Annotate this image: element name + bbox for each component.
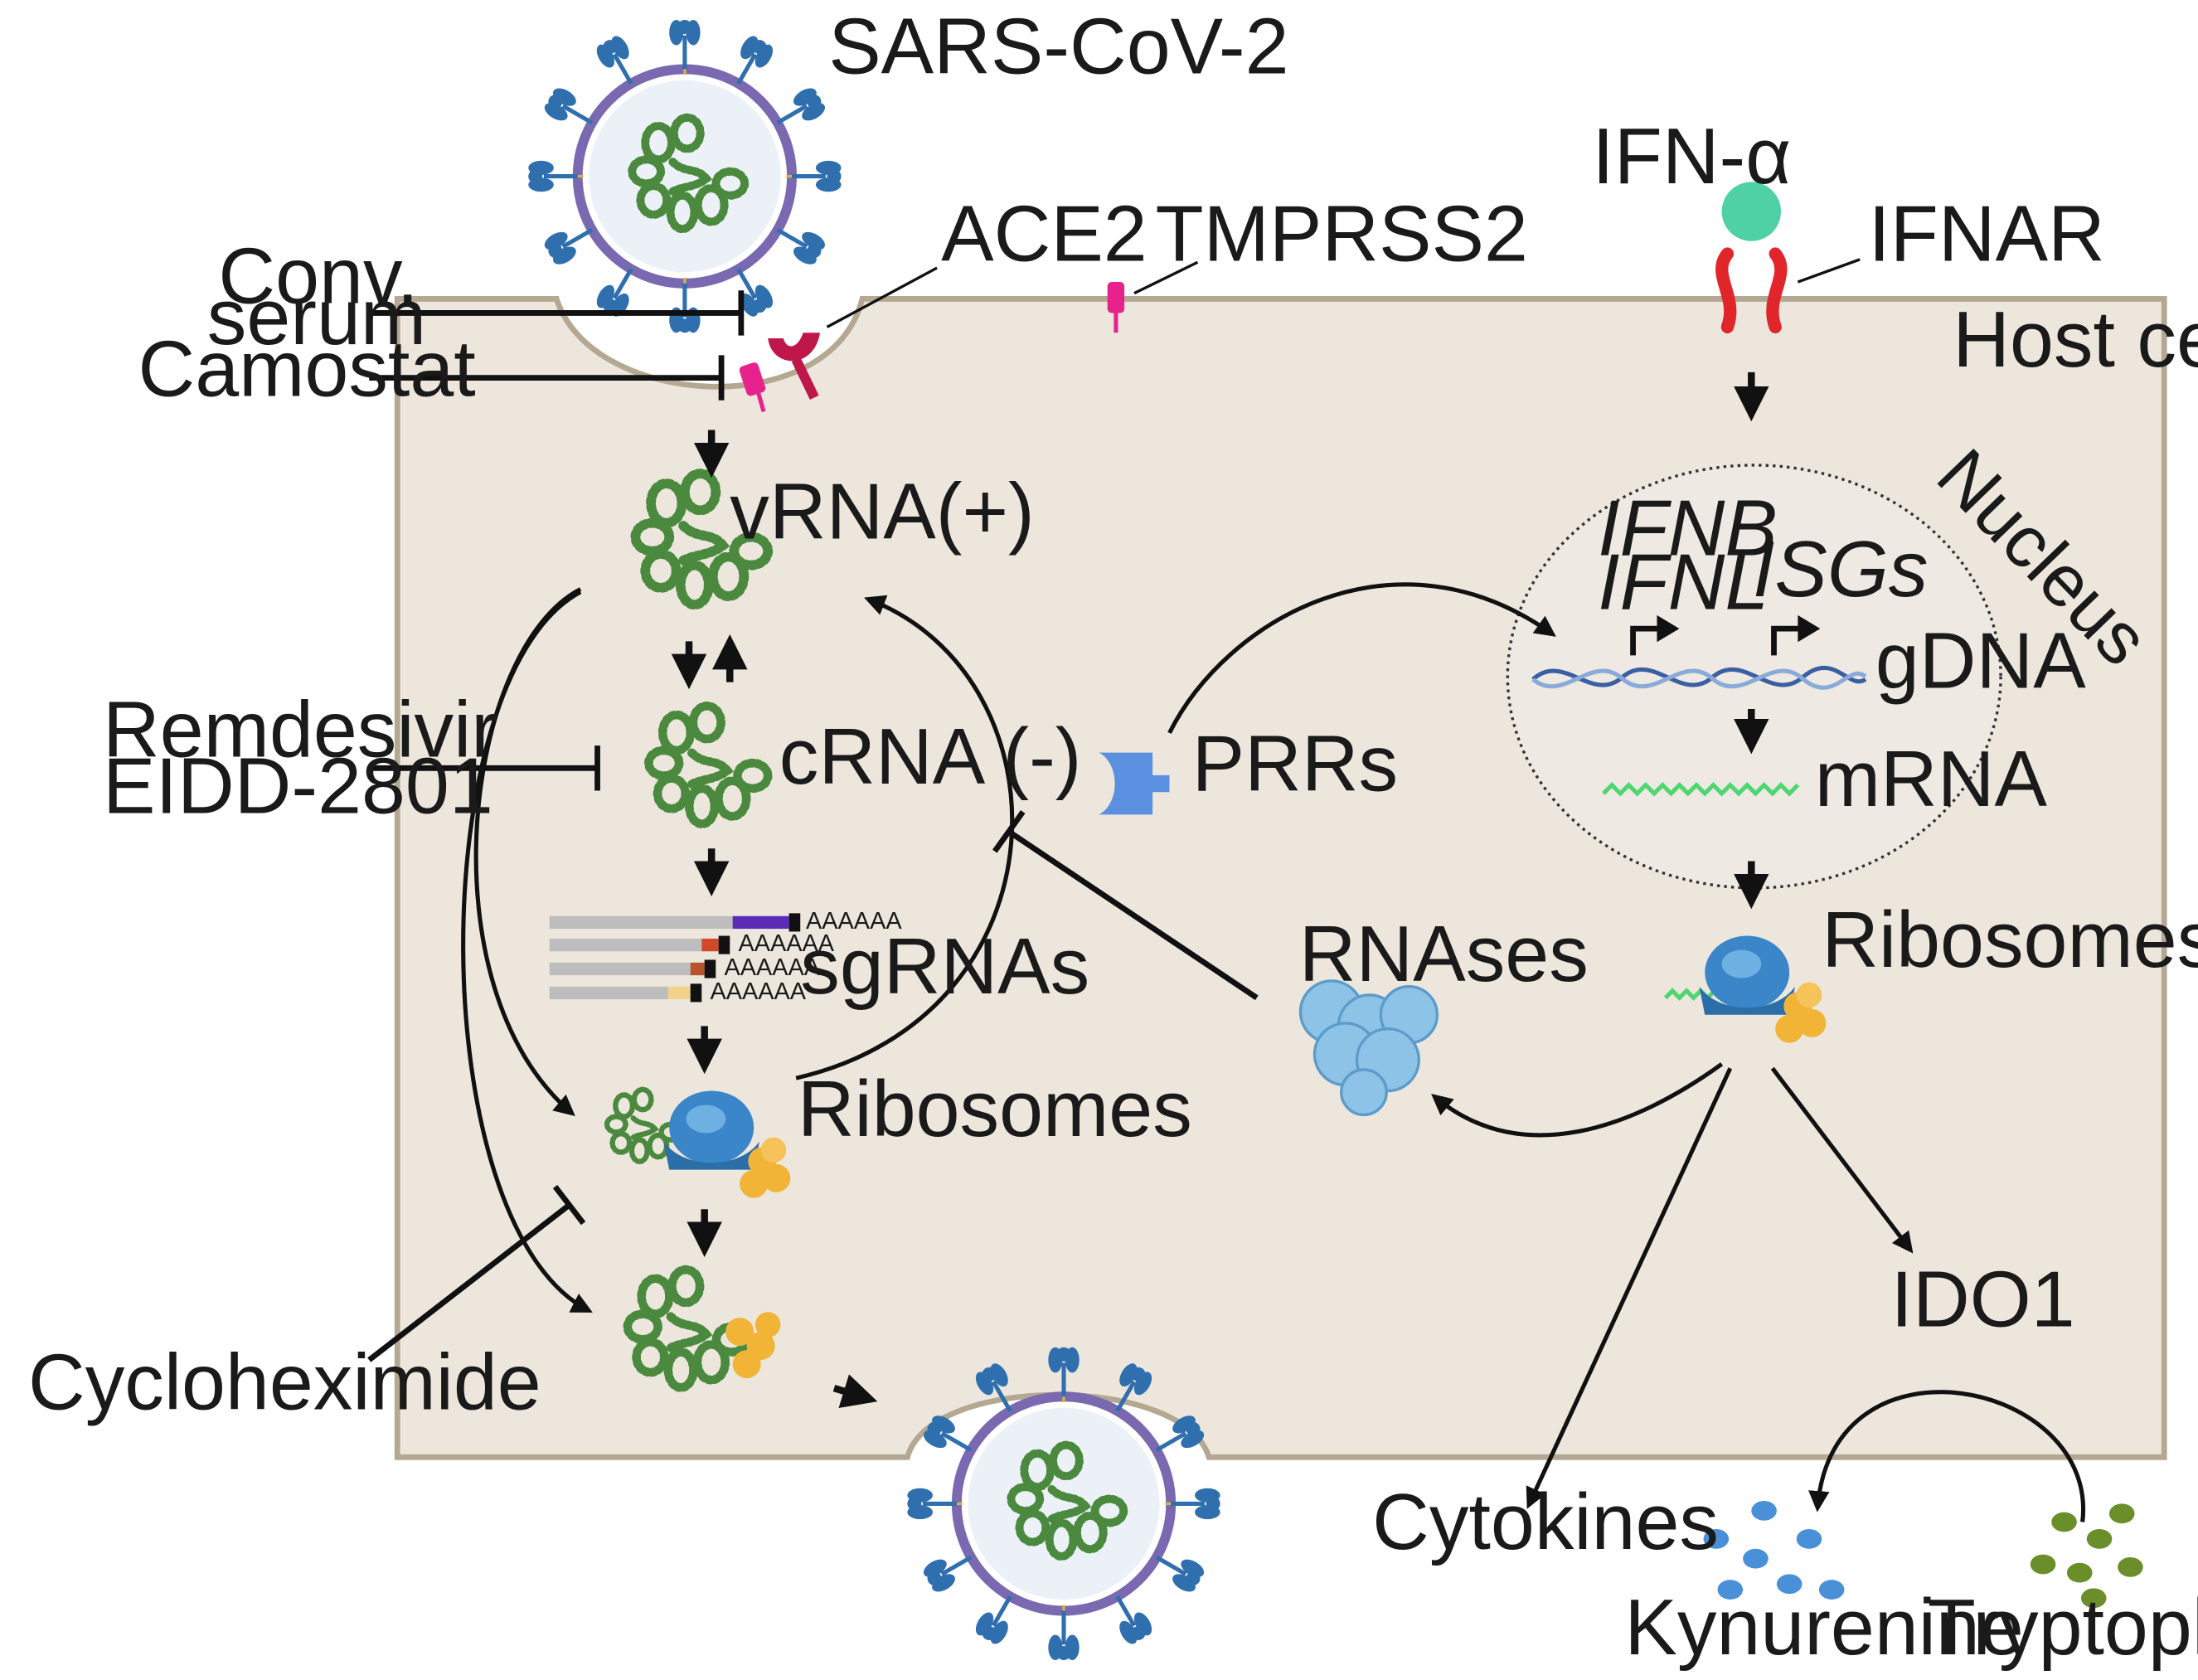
polya-tail-1: AAAAAA: [806, 908, 902, 935]
label-conv-serum-line1: Conv.: [218, 233, 419, 321]
label-tryptophan: Tryptophan: [1928, 1584, 2198, 1672]
label-ifnb: IFNB: [1598, 485, 1778, 573]
label-ifnl: IFNL: [1598, 538, 1769, 626]
label-mrna: mRNA: [1815, 736, 2048, 823]
inhibition-camostat: [369, 355, 725, 401]
inhibition-conv-serum: [369, 290, 745, 336]
polya-tail-2: AAAAAA: [738, 930, 834, 957]
label-camostat: Camostat: [138, 326, 476, 414]
label-ace2: ACE2: [941, 191, 1148, 279]
label-host-cell: Host cell: [1953, 296, 2198, 384]
ace2-receptor-icon: [768, 333, 821, 400]
label-ido1: IDO1: [1891, 1255, 2075, 1343]
label-isgs: ISGs: [1753, 526, 1929, 614]
ifn-alpha-icon: [1721, 182, 1781, 241]
label-kynurenine: Kynurenine: [1624, 1584, 2023, 1672]
gdna-helix-icon: [1531, 665, 1867, 690]
label-tmprss2: TMPRSS2: [1155, 191, 1527, 279]
tryptophan-molecules-icon: [2030, 1503, 2143, 1609]
label-prrs: PRRs: [1192, 721, 1398, 808]
label-sars-cov-2: SARS-CoV-2: [828, 3, 1288, 91]
label-ribosomes-host: Ribosomes: [1822, 896, 2198, 984]
sgrna-bars-icon: [549, 913, 801, 1003]
polya-tail-4: AAAAAA: [710, 978, 806, 1005]
promoter-arrow-isgs: [1771, 614, 1821, 656]
label-cycloheximide: Cycloheximide: [28, 1339, 541, 1427]
label-ifnar: IFNAR: [1868, 191, 2104, 279]
label-rnases: RNAses: [1299, 910, 1589, 998]
rnase-protein-icon: [1298, 979, 1439, 1117]
kynurenine-molecules-icon: [1703, 1500, 1845, 1600]
label-remdesivir: Remdesivir: [103, 687, 497, 774]
label-ribosomes-viral: Ribosomes: [798, 1066, 1192, 1153]
inhibition-cycloheximide: [367, 1184, 586, 1362]
curved-arrows: [461, 582, 2086, 1522]
viral-protein-cluster-icon: [725, 1312, 781, 1379]
flow-arrows: [671, 371, 1769, 1408]
polya-tail-3: AAAAAA: [724, 954, 820, 981]
promoter-arrow-ifn: [1630, 614, 1680, 656]
tmprss2-membrane-icon: [1107, 282, 1125, 333]
tmprss2-pit-icon: [739, 362, 766, 413]
label-crna: cRNA (-): [779, 713, 1082, 801]
prr-receptor-icon: [1099, 752, 1170, 815]
ifnar-receptor-icon: [1715, 247, 1788, 334]
inhibition-rnases: [992, 810, 1259, 1001]
sars-cov-2-virion-entry: [528, 20, 841, 333]
label-vrna: vRNA(+): [730, 468, 1034, 556]
mrna-strand-icon: [1602, 782, 1800, 797]
label-sgrnas: sgRNAs: [800, 923, 1089, 1011]
label-ifn-alpha: IFN-α: [1592, 113, 1791, 201]
label-gdna: gDNA: [1875, 617, 2086, 705]
label-conv-serum-line2: serum: [207, 274, 426, 362]
label-cytokines: Cytokines: [1372, 1478, 1719, 1566]
label-eidd-2801: EIDD-2801: [103, 743, 493, 831]
